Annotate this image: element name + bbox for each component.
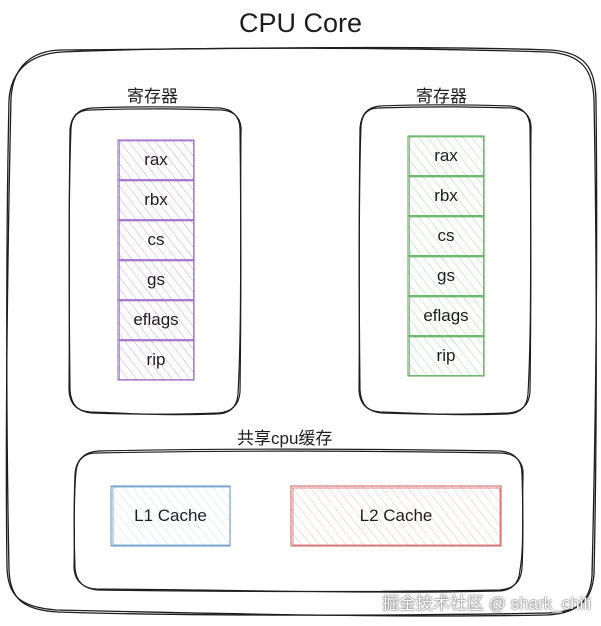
register-cell-outline [409, 336, 484, 376]
register-cell-left-rbx [117, 179, 195, 221]
register-label-left-eflags: eflags [133, 310, 179, 329]
register-stack-left [117, 139, 195, 381]
register-label-left-gs: gs [147, 270, 165, 289]
register-group-right-box [358, 104, 532, 416]
register-label-right-eflags: eflags [423, 306, 469, 325]
register-cell-left-rax [117, 139, 195, 181]
register-label-right-rbx: rbx [434, 186, 458, 205]
register-label-right-rip: rip [436, 346, 456, 365]
register-cell-left-eflags [117, 299, 195, 341]
register-stack-right [407, 135, 485, 377]
register-cell-outline [119, 340, 194, 380]
register-group-right-label: 寄存器 [416, 87, 467, 106]
register-label-left-rip: rip [146, 350, 166, 369]
l2-cache-label: L2 Cache [359, 506, 433, 525]
diagram-title: CPU Core [238, 8, 363, 38]
shared-cache-box [73, 448, 524, 593]
l1-cache-rect [110, 485, 231, 547]
register-group-left-box [68, 106, 242, 416]
register-label-right-cs: cs [437, 226, 455, 245]
cpu-core-frame [5, 46, 598, 617]
register-cell-left-rip [117, 339, 195, 381]
register-label-right-gs: gs [437, 266, 455, 285]
register-cell-right-eflags [407, 295, 485, 337]
register-label-left-cs: cs [147, 230, 165, 249]
register-cell-left-gs [117, 259, 195, 301]
register-label-left-rbx: rbx [144, 190, 168, 209]
register-group-left-label: 寄存器 [127, 87, 178, 106]
register-label-left-rax: rax [144, 150, 168, 169]
l2-cache-rect [290, 485, 502, 547]
register-cell-right-rax [407, 135, 485, 177]
register-cell-right-gs [407, 255, 485, 297]
watermark: 掘金技术社区 @ shark_chili [381, 594, 591, 613]
shared-cache-label: 共享cpu缓存 [237, 429, 333, 448]
register-label-right-rax: rax [434, 146, 458, 165]
register-cell-right-rbx [407, 175, 485, 217]
l1-cache-label: L1 Cache [134, 506, 207, 525]
register-cell-right-rip [407, 335, 485, 377]
register-cell-left-cs [117, 219, 195, 261]
